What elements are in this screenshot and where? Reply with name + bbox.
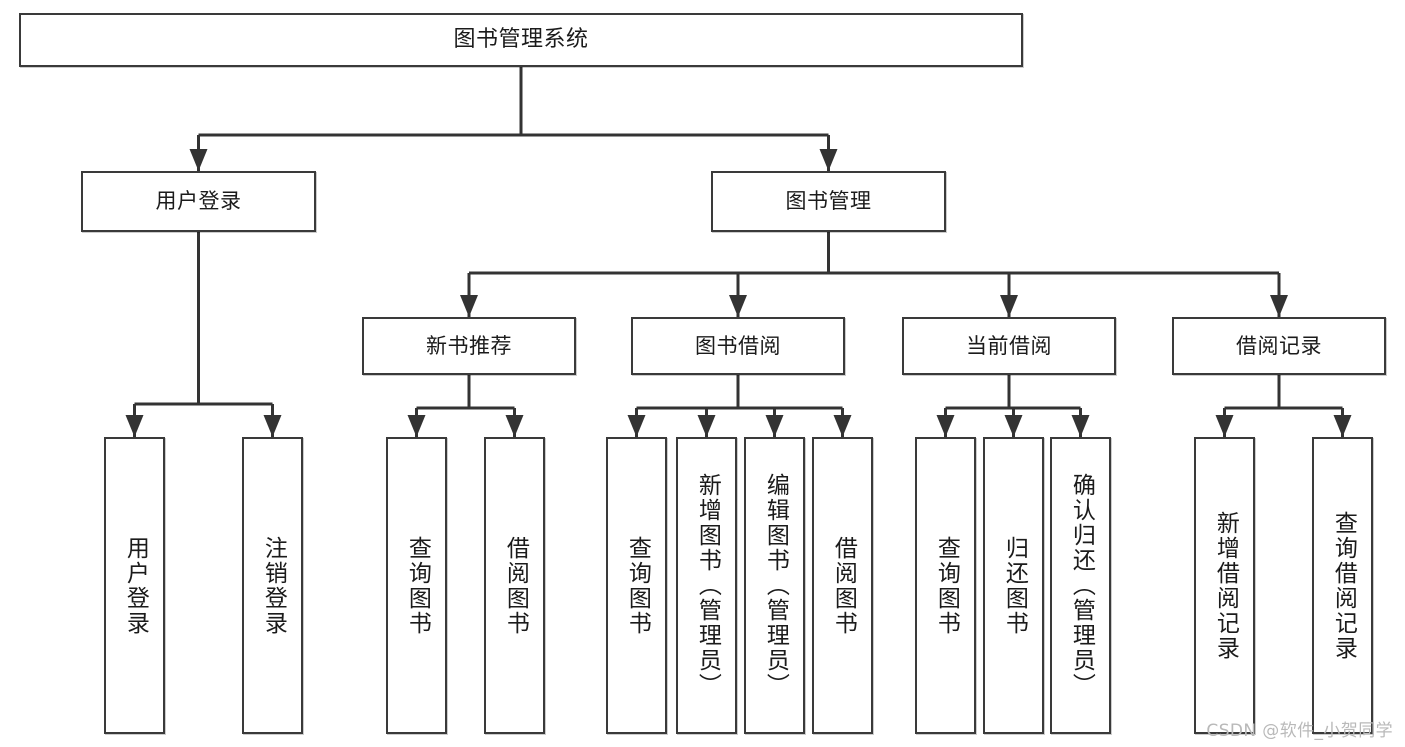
node-leaf-user-login[interactable]: 用户登录 [104, 437, 165, 734]
arrowhead-leaf-query-book-rec [407, 415, 426, 437]
arrowhead-leaf-return-book [1004, 415, 1023, 437]
node-borrow-record[interactable]: 借阅记录 [1172, 317, 1386, 375]
node-leaf-borrow-book[interactable]: 借阅图书 [812, 437, 873, 734]
arrowhead-leaf-borrow-book-rec [505, 415, 524, 437]
node-label-leaf-user-login: 用户登录 [122, 535, 149, 636]
arrowhead-leaf-user-login [125, 415, 144, 437]
node-leaf-confirm-return[interactable]: 确认归还（管理员） [1050, 437, 1111, 734]
node-label-leaf-query-book-borrow: 查询图书 [624, 535, 651, 636]
arrowhead-book-manage [819, 149, 838, 171]
node-leaf-query-record[interactable]: 查询借阅记录 [1312, 437, 1373, 734]
arrowhead-borrow-record [1270, 295, 1288, 317]
node-label-leaf-query-record: 查询借阅记录 [1330, 510, 1357, 661]
node-label-leaf-add-book: 新增图书（管理员） [694, 473, 721, 698]
arrowhead-new-book-recommend [460, 295, 478, 317]
node-label-leaf-return-book: 归还图书 [1001, 535, 1028, 636]
node-leaf-return-book[interactable]: 归还图书 [983, 437, 1044, 734]
node-label-current-borrow: 当前借阅 [966, 333, 1052, 358]
arrowhead-leaf-query-book-borrow [627, 415, 646, 437]
node-label-book-borrow: 图书借阅 [695, 333, 781, 358]
node-leaf-query-book-cur[interactable]: 查询图书 [915, 437, 976, 734]
node-leaf-query-book-rec[interactable]: 查询图书 [386, 437, 447, 734]
node-label-leaf-add-record: 新增借阅记录 [1212, 510, 1239, 661]
node-label-leaf-borrow-book: 借阅图书 [830, 535, 857, 636]
arrowhead-leaf-add-book [697, 415, 716, 437]
node-leaf-logout[interactable]: 注销登录 [242, 437, 303, 734]
node-new-book-recommend[interactable]: 新书推荐 [362, 317, 576, 375]
node-root[interactable]: 图书管理系统 [19, 13, 1023, 67]
arrowhead-leaf-confirm-return [1071, 415, 1090, 437]
arrowhead-leaf-logout [263, 415, 282, 437]
node-label-root: 图书管理系统 [453, 27, 589, 53]
arrowhead-leaf-query-record [1333, 415, 1352, 437]
arrowhead-book-borrow [729, 295, 747, 317]
node-leaf-query-book-borrow[interactable]: 查询图书 [606, 437, 667, 734]
node-label-book-manage: 图书管理 [785, 189, 872, 214]
arrowhead-leaf-query-book-cur [936, 415, 955, 437]
node-current-borrow[interactable]: 当前借阅 [902, 317, 1116, 375]
node-user-login[interactable]: 用户登录 [81, 171, 316, 232]
node-label-leaf-logout: 注销登录 [260, 535, 287, 636]
node-label-borrow-record: 借阅记录 [1236, 333, 1322, 358]
node-leaf-add-record[interactable]: 新增借阅记录 [1194, 437, 1255, 734]
node-label-leaf-edit-book: 编辑图书（管理员） [762, 473, 789, 698]
arrowhead-leaf-add-record [1215, 415, 1234, 437]
node-book-manage[interactable]: 图书管理 [711, 171, 946, 232]
node-label-leaf-query-book-cur: 查询图书 [933, 535, 960, 636]
node-leaf-borrow-book-rec[interactable]: 借阅图书 [484, 437, 545, 734]
node-book-borrow[interactable]: 图书借阅 [631, 317, 845, 375]
node-label-leaf-query-book-rec: 查询图书 [404, 535, 431, 636]
node-label-leaf-borrow-book-rec: 借阅图书 [502, 535, 529, 636]
node-label-new-book-recommend: 新书推荐 [426, 333, 512, 358]
arrowhead-current-borrow [1000, 295, 1018, 317]
arrowhead-leaf-edit-book [765, 415, 784, 437]
node-leaf-add-book[interactable]: 新增图书（管理员） [676, 437, 737, 734]
arrowhead-user-login [189, 149, 208, 171]
node-leaf-edit-book[interactable]: 编辑图书（管理员） [744, 437, 805, 734]
arrowhead-leaf-borrow-book [833, 415, 852, 437]
node-label-user-login: 用户登录 [155, 189, 242, 214]
node-label-leaf-confirm-return: 确认归还（管理员） [1068, 473, 1095, 698]
